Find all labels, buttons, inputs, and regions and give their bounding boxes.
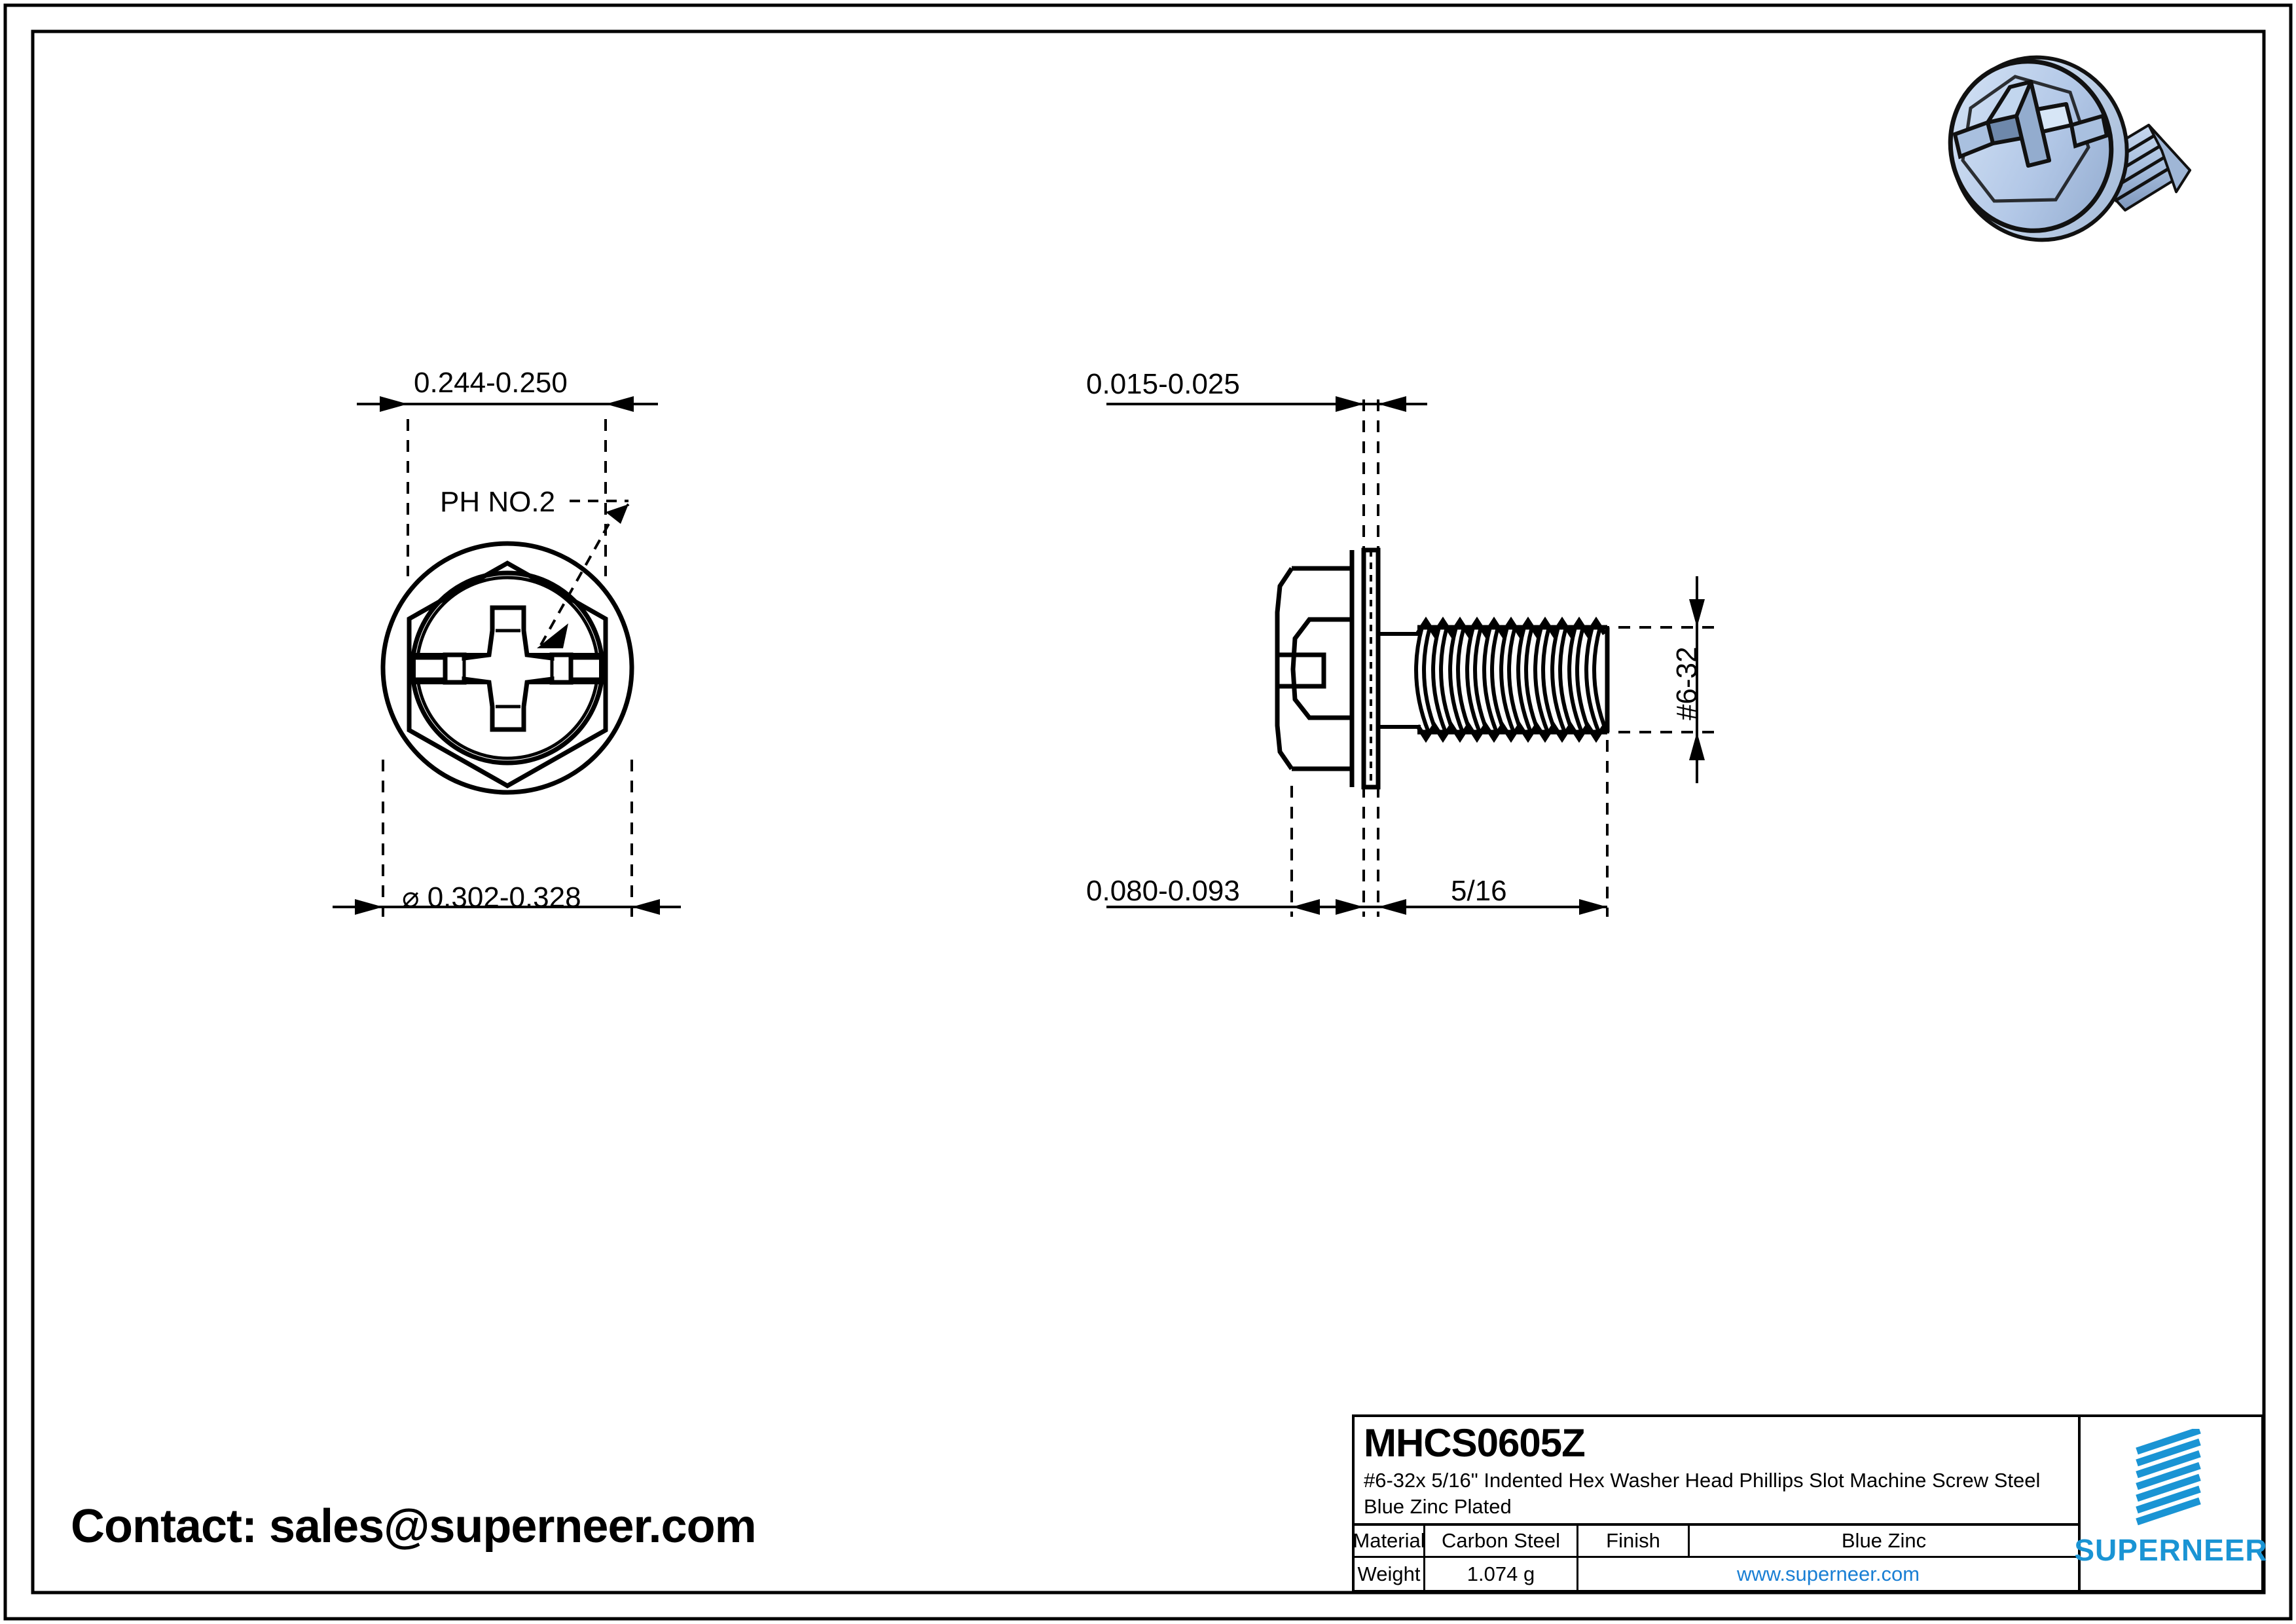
finish-value: Blue Zinc bbox=[1841, 1529, 1927, 1552]
dim-label-thread-length: 5/16 bbox=[1451, 875, 1507, 907]
website-url[interactable]: www.superneer.com bbox=[1736, 1562, 1920, 1585]
ph-no2-arrowhead bbox=[537, 623, 568, 648]
hex-head-left-contour bbox=[1275, 567, 1294, 770]
thread-crest-lines bbox=[1422, 627, 1609, 733]
dim-label-thread-spec: #6-32 bbox=[1671, 646, 1703, 720]
part-number: MHCS0605Z bbox=[1364, 1421, 1586, 1465]
hex-outline bbox=[407, 560, 608, 789]
spec-row-material: Material Carbon Steel Finish Blue Zinc bbox=[1353, 1526, 2078, 1558]
photo-slot bbox=[1952, 113, 2109, 160]
washer-flange bbox=[1361, 547, 1381, 790]
dim-label-head-height: 0.080-0.093 bbox=[1086, 875, 1240, 907]
product-photo-3d-render bbox=[1948, 55, 2191, 242]
dim-head-height bbox=[1106, 786, 1388, 917]
front-view-geometry bbox=[380, 500, 634, 795]
dim-thread-length bbox=[1377, 740, 1609, 917]
photo-hex-facet bbox=[1961, 75, 2090, 203]
brand-wordmark: SUPERNEER bbox=[2074, 1533, 2268, 1567]
weight-value: 1.074 g bbox=[1425, 1558, 1578, 1590]
material-value: Carbon Steel bbox=[1425, 1526, 1578, 1556]
spec-row-weight: Weight 1.074 g www.superneer.com bbox=[1355, 1558, 2078, 1590]
sheet-outer-border bbox=[3, 3, 2293, 1621]
thread-turns bbox=[1414, 627, 1601, 733]
dim-label-driver-callout: PH NO.2 bbox=[440, 486, 556, 518]
finish-label: Finish bbox=[1578, 1526, 1690, 1556]
title-block-description-area: MHCS0605Z #6-32x 5/16" Indented Hex Wash… bbox=[1355, 1417, 2078, 1526]
dim-washer-diameter bbox=[333, 760, 681, 917]
dim-label-washer-diameter: ⌀ 0.302-0.328 bbox=[402, 881, 581, 913]
dim-head-across-flats bbox=[357, 396, 658, 576]
thread-vee-profile bbox=[1415, 616, 1607, 743]
dim-label-head-across-flats: 0.244-0.250 bbox=[414, 367, 568, 399]
part-description: #6-32x 5/16" Indented Hex Washer Head Ph… bbox=[1364, 1469, 2041, 1518]
brand-logo: SUPERNEER bbox=[2074, 1417, 2267, 1590]
superneer-stripes-icon bbox=[2136, 1429, 2201, 1526]
weight-label: Weight bbox=[1355, 1558, 1425, 1590]
ph-no2-leader bbox=[539, 500, 630, 646]
dim-washer-thickness bbox=[1106, 396, 1427, 563]
washer-outer-circle bbox=[380, 541, 634, 795]
dim-label-washer-thickness: 0.015-0.025 bbox=[1086, 368, 1240, 400]
material-label: Material bbox=[1353, 1526, 1425, 1556]
phillips-taper-lines bbox=[462, 629, 554, 709]
head-slot-groove bbox=[1277, 652, 1326, 689]
title-block-main: MHCS0605Z #6-32x 5/16" Indented Hex Wash… bbox=[1353, 1417, 2081, 1590]
title-block: MHCS0605Z #6-32x 5/16" Indented Hex Wash… bbox=[1352, 1414, 2267, 1593]
dim-thread-spec bbox=[1597, 576, 1715, 783]
side-view-geometry bbox=[1275, 547, 1610, 790]
contact-email-text: Contact: sales@superneer.com bbox=[71, 1500, 757, 1553]
sheet-inner-frame bbox=[31, 29, 2266, 1595]
shank-body bbox=[1378, 632, 1421, 729]
